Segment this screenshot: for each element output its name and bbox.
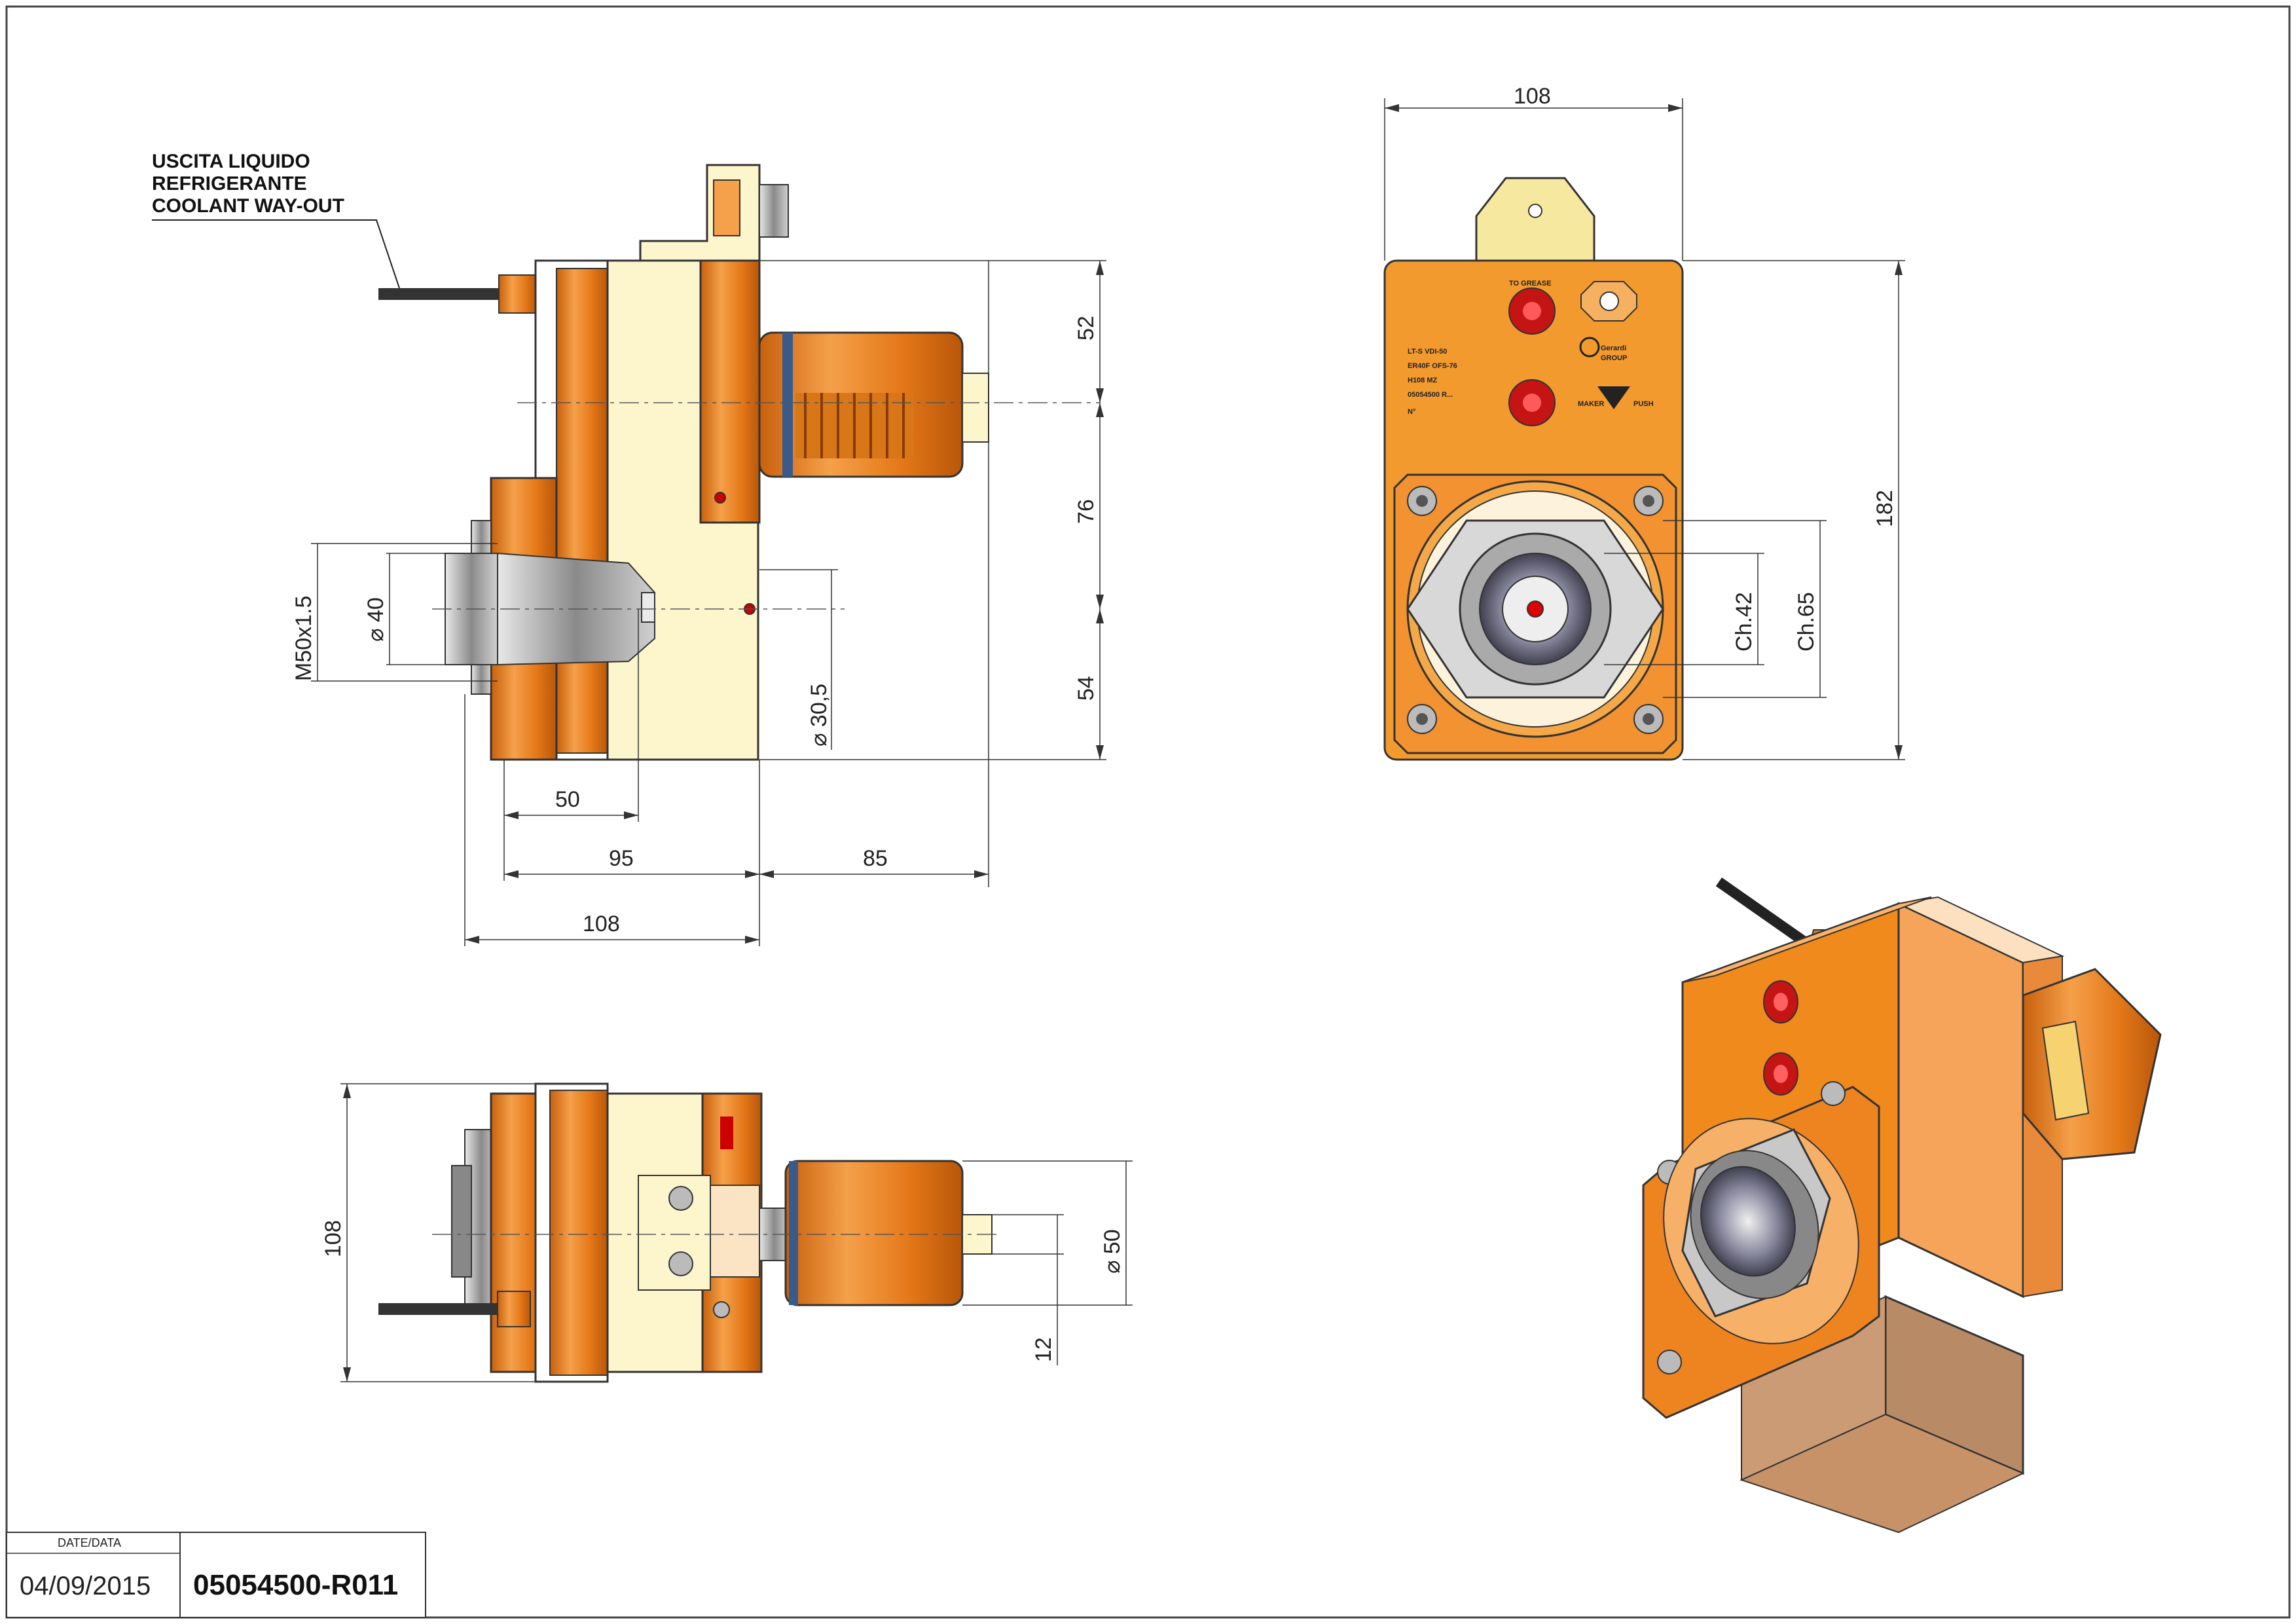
dim-76: 76 <box>1074 499 1099 524</box>
plate-line-1: LT-S VDI-50 <box>1408 348 1447 356</box>
note-line-2: REFRIGERANTE <box>152 173 307 194</box>
plate-line-3: H108 MZ <box>1408 377 1438 384</box>
title-block: DATE/DATA 04/09/2015 05054500-R011 <box>6 1532 426 1618</box>
dim-12: 12 <box>1031 1337 1056 1362</box>
title-date: 04/09/2015 <box>20 1572 151 1600</box>
dim-52: 52 <box>1074 316 1099 341</box>
isometric-view <box>1642 877 2162 1534</box>
top-view: 108 ⌀ 50 12 <box>321 1082 1133 1383</box>
sheet-border <box>5 5 2291 1619</box>
plate-to-grease: TO GREASE <box>1509 280 1552 287</box>
dim-dia-40: ⌀ 40 <box>363 597 388 642</box>
dim-182: 182 <box>1872 490 1897 527</box>
dim-54: 54 <box>1074 676 1099 701</box>
title-drawing-code: 05054500-R011 <box>193 1569 398 1601</box>
brand-logo: Gerardi GROUP <box>1579 337 1627 362</box>
coolant-note: USCITA LIQUIDO REFRIGERANTE COOLANT WAY-… <box>152 151 400 289</box>
dim-ch42: Ch.42 <box>1732 592 1757 652</box>
plate-line-2: ER40F OFS-76 <box>1408 362 1457 370</box>
plate-line-5: N° <box>1408 408 1415 416</box>
plate-line-4: 05054500 R... <box>1408 391 1453 399</box>
dim-108-front: 108 <box>1514 84 1551 109</box>
side-view: 52 76 54 ⌀ 30,5 M50x1.5 ⌀ 40 50 95 85 10… <box>291 164 1106 946</box>
dim-85: 85 <box>863 846 888 871</box>
svg-text:Gerardi: Gerardi <box>1601 344 1626 352</box>
dim-ch65: Ch.65 <box>1794 592 1819 652</box>
mounting-screws <box>1407 486 1664 734</box>
dim-50: 50 <box>555 787 580 812</box>
front-view: TO GREASE LT-S VDI-50 ER40F OFS-76 H108 … <box>1383 84 1905 761</box>
shank-serrations <box>795 393 913 458</box>
dim-thread: M50x1.5 <box>291 596 316 681</box>
note-line-1: USCITA LIQUIDO <box>152 151 310 172</box>
title-date-label: DATE/DATA <box>58 1536 121 1549</box>
dim-108-top: 108 <box>321 1220 346 1257</box>
dim-95: 95 <box>609 846 634 871</box>
arrow-label-b: PUSH <box>1633 400 1654 408</box>
dim-108-side: 108 <box>583 912 620 936</box>
svg-text:GROUP: GROUP <box>1601 354 1627 362</box>
arrow-label-a: MAKER <box>1578 400 1604 408</box>
note-line-3: COOLANT WAY-OUT <box>152 195 344 217</box>
dim-dia-50: ⌀ 50 <box>1100 1229 1125 1274</box>
dim-dia-30-5: ⌀ 30,5 <box>807 684 831 747</box>
arrow-marker-icon <box>1597 386 1630 409</box>
